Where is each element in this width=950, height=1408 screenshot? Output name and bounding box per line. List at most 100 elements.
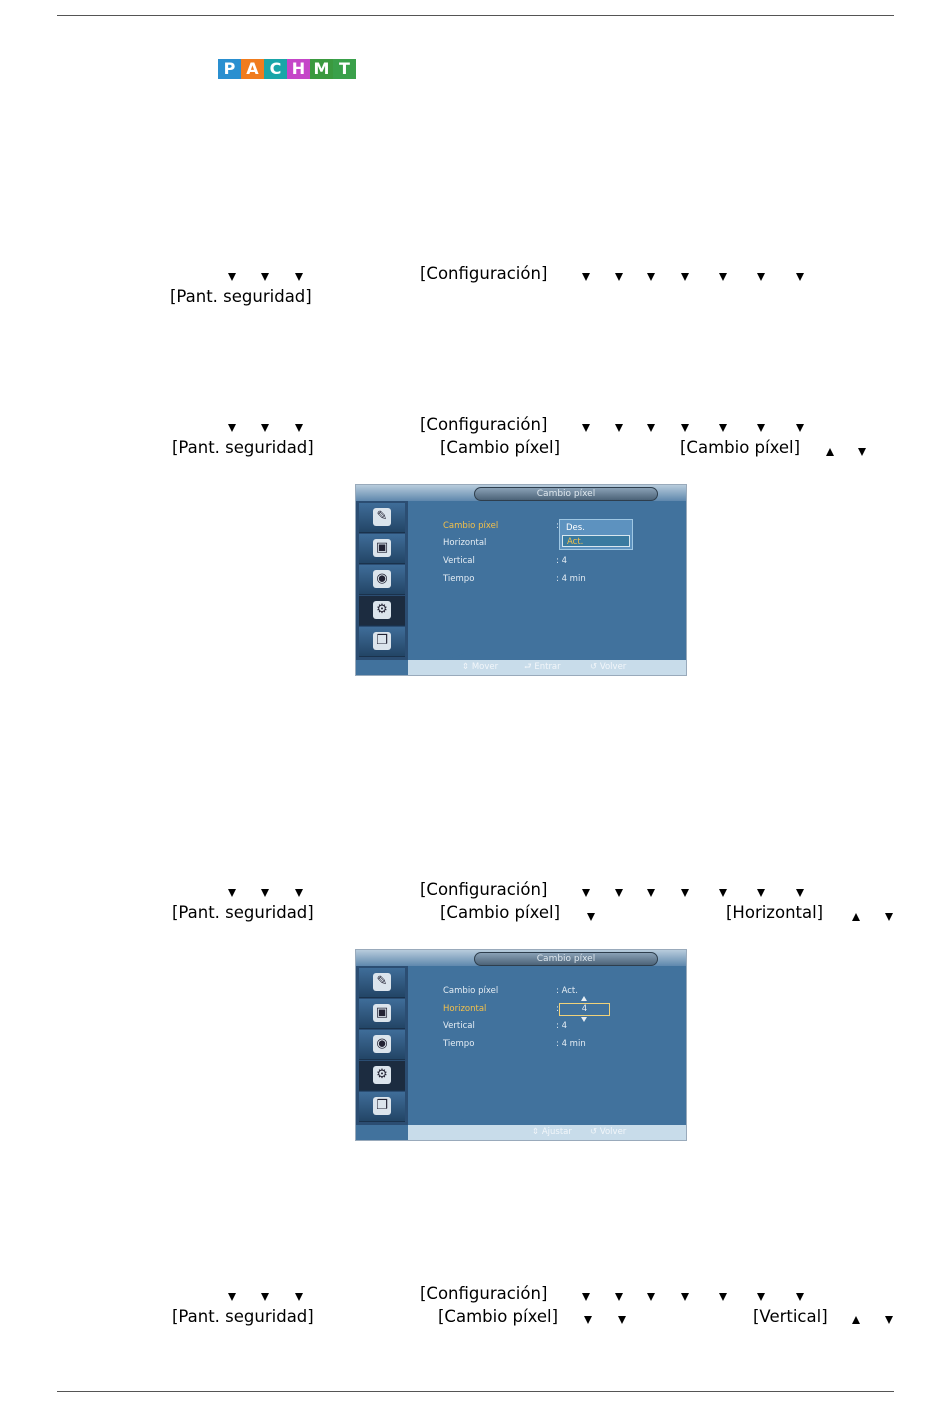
osd-value-vertical: : 4 — [556, 1021, 567, 1031]
osd-sidebar: ✎ ▣ ◉ ⚙ ❐ — [356, 966, 408, 1125]
picture-icon: ✎ — [373, 973, 391, 991]
osd-option-des[interactable]: Des. — [566, 523, 585, 533]
down-arrow-icon — [261, 424, 269, 432]
osd-row-cambio-pixel[interactable]: Cambio píxel — [443, 521, 499, 531]
logo-letter: C — [264, 59, 287, 79]
logo-letter: H — [287, 59, 310, 79]
down-arrow-icon — [295, 424, 303, 432]
down-arrow-icon — [295, 889, 303, 897]
osd-footer-volver: ↺ Volver — [590, 1127, 627, 1137]
osd-menu-input[interactable]: ◉ — [359, 1030, 405, 1060]
osd-footer-ajustar: ⇕ Ajustar — [532, 1127, 572, 1137]
osd-option-act[interactable]: Act. — [562, 535, 630, 547]
osd-value-vertical: : 4 — [556, 556, 567, 566]
down-arrow-icon — [587, 913, 595, 921]
down-arrow-icon — [228, 424, 236, 432]
osd-value-cambio-pixel: : Act. — [556, 986, 578, 996]
down-arrow-icon — [647, 424, 655, 432]
osd-title: Cambio píxel — [474, 952, 658, 966]
osd-horizontal-value-box[interactable]: 4 — [559, 1003, 610, 1016]
osd-menu-setup[interactable]: ⚙ — [359, 1061, 405, 1091]
down-arrow-icon — [858, 448, 866, 456]
osd-colon: : — [556, 521, 559, 531]
menu-cambio-pixel: [Cambio píxel] — [438, 1307, 559, 1326]
osd-screen-cambio-pixel-options: Cambio píxel ✎ ▣ ◉ ⚙ ❐ Cambio píxel Hori… — [355, 484, 687, 676]
osd-dropdown[interactable]: Des. Act. — [559, 519, 633, 550]
info-icon: ◉ — [373, 1035, 391, 1053]
logo-letter: P — [218, 59, 241, 79]
osd-colon: : — [556, 1004, 559, 1014]
osd-corner — [408, 648, 468, 660]
osd-menu-sound[interactable]: ▣ — [359, 534, 405, 564]
menu-cambio-pixel: [Cambio píxel] — [440, 438, 561, 457]
bottom-rule — [57, 1391, 894, 1392]
image-icon: ▣ — [373, 539, 391, 557]
down-arrow-icon — [796, 273, 804, 281]
osd-menu-multiscreen[interactable]: ❐ — [359, 627, 405, 657]
osd-screen-horizontal-adjust: Cambio píxel ✎ ▣ ◉ ⚙ ❐ Cambio píxel Hori… — [355, 949, 687, 1141]
osd-value-tiempo: : 4 min — [556, 1039, 586, 1049]
menu-vertical: [Vertical] — [753, 1307, 828, 1326]
menu-cambio-pixel: [Cambio píxel] — [440, 903, 561, 922]
down-arrow-icon — [796, 889, 804, 897]
down-arrow-icon — [885, 1316, 893, 1324]
menu-pant-seguridad: [Pant. seguridad] — [172, 903, 314, 922]
menu-pant-seguridad: [Pant. seguridad] — [170, 287, 312, 306]
down-arrow-icon — [885, 913, 893, 921]
down-arrow-icon — [681, 424, 689, 432]
osd-sidebar: ✎ ▣ ◉ ⚙ ❐ — [356, 501, 408, 660]
picture-icon: ✎ — [373, 508, 391, 526]
up-arrow-icon — [852, 1316, 860, 1324]
osd-menu-input[interactable]: ◉ — [359, 565, 405, 595]
osd-row-horizontal[interactable]: Horizontal — [443, 1004, 487, 1014]
osd-menu-multiscreen[interactable]: ❐ — [359, 1092, 405, 1122]
down-arrow-icon — [261, 273, 269, 281]
down-arrow-icon — [757, 1293, 765, 1301]
down-arrow-icon — [681, 1293, 689, 1301]
osd-row-tiempo[interactable]: Tiempo — [443, 1039, 475, 1049]
down-arrow-icon — [582, 889, 590, 897]
osd-row-tiempo[interactable]: Tiempo — [443, 574, 475, 584]
logo-letter: T — [333, 59, 356, 79]
down-arrow-icon — [228, 889, 236, 897]
down-arrow-icon — [615, 1293, 623, 1301]
down-arrow-icon — [757, 889, 765, 897]
osd-row-vertical[interactable]: Vertical — [443, 556, 475, 566]
osd-footer-mover: ⇕ Mover — [462, 662, 499, 672]
image-icon: ▣ — [373, 1004, 391, 1022]
osd-row-horizontal[interactable]: Horizontal — [443, 538, 487, 548]
menu-configuracion: [Configuración] — [420, 415, 548, 434]
down-arrow-icon — [584, 1316, 592, 1324]
osd-footer-bar — [408, 660, 686, 675]
down-arrow-icon — [261, 1293, 269, 1301]
brand-logo: P A C H M T — [218, 59, 356, 79]
osd-menu-picture[interactable]: ✎ — [359, 968, 405, 998]
down-arrow-icon — [719, 273, 727, 281]
osd-menu-setup[interactable]: ⚙ — [359, 596, 405, 626]
down-arrow-icon — [582, 1293, 590, 1301]
down-arrow-icon — [647, 273, 655, 281]
gear-icon: ⚙ — [373, 601, 391, 619]
down-arrow-icon — [796, 1293, 804, 1301]
down-arrow-icon — [582, 424, 590, 432]
up-arrow-icon — [826, 448, 834, 456]
down-arrow-icon — [681, 889, 689, 897]
menu-pant-seguridad: [Pant. seguridad] — [172, 1307, 314, 1326]
down-arrow-icon — [295, 1293, 303, 1301]
down-arrow-icon[interactable] — [581, 1017, 587, 1022]
osd-row-cambio-pixel[interactable]: Cambio píxel — [443, 986, 499, 996]
osd-menu-sound[interactable]: ▣ — [359, 999, 405, 1029]
osd-corner — [408, 1113, 468, 1125]
down-arrow-icon — [647, 889, 655, 897]
down-arrow-icon — [719, 889, 727, 897]
osd-row-vertical[interactable]: Vertical — [443, 1021, 475, 1031]
logo-letter: A — [241, 59, 264, 79]
logo-letter: M — [310, 59, 333, 79]
top-rule — [57, 15, 894, 16]
osd-value-tiempo: : 4 min — [556, 574, 586, 584]
window-icon: ❐ — [373, 1097, 391, 1115]
menu-pant-seguridad: [Pant. seguridad] — [172, 438, 314, 457]
up-arrow-icon[interactable] — [581, 996, 587, 1001]
gear-icon: ⚙ — [373, 1066, 391, 1084]
osd-menu-picture[interactable]: ✎ — [359, 503, 405, 533]
